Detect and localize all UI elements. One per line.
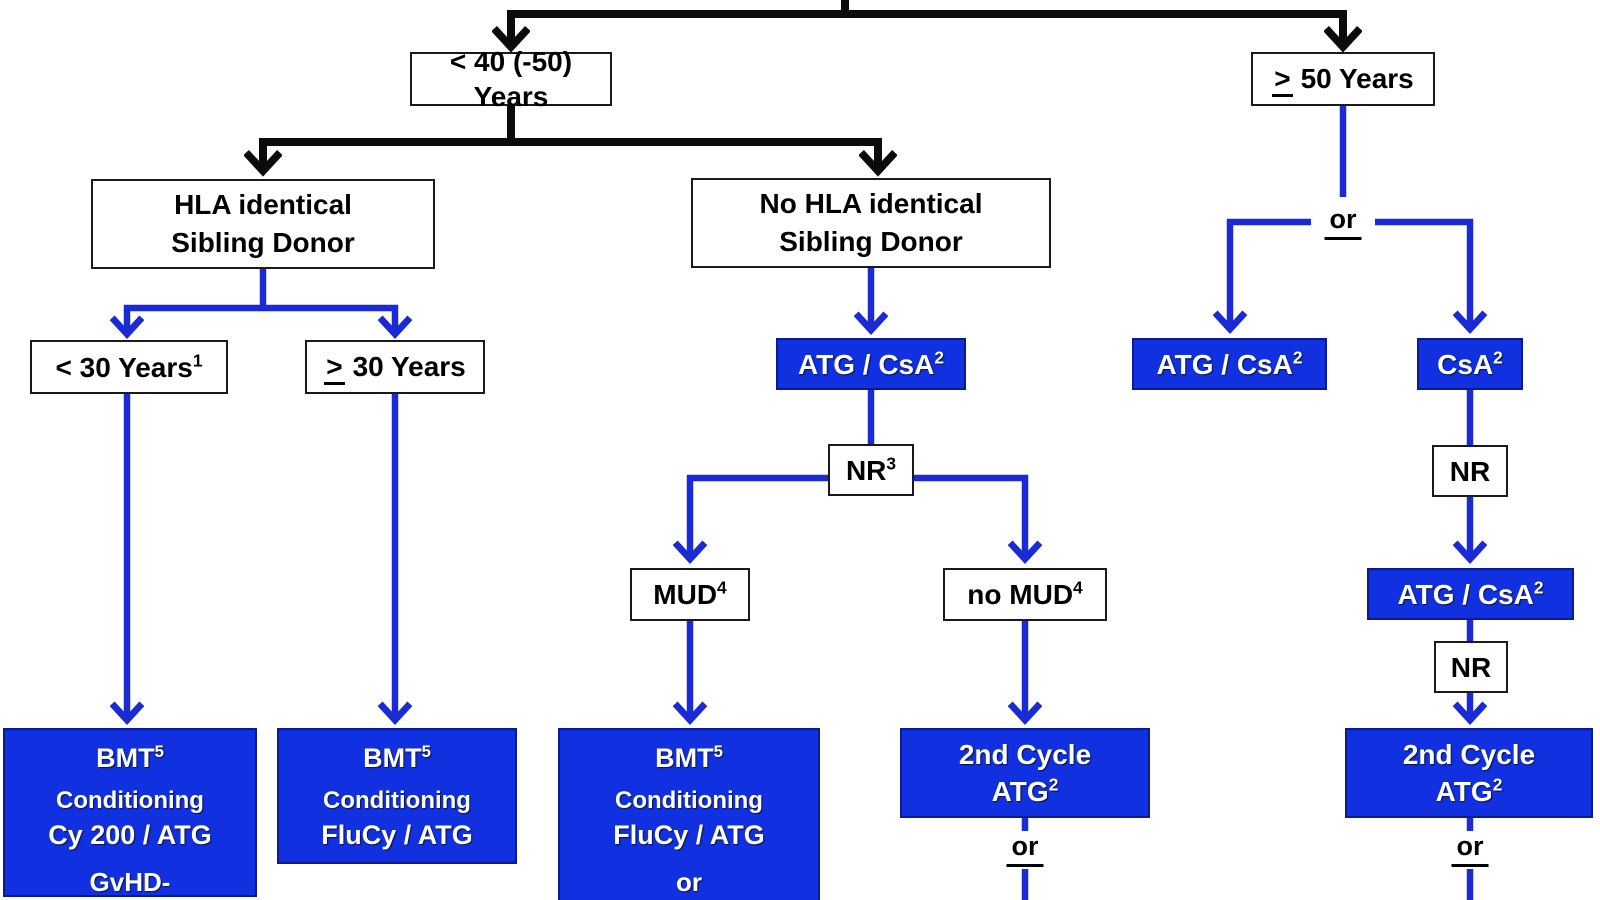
- node-label-line3: Cy 200 / ATG: [48, 819, 212, 850]
- footnote-sup: 2: [934, 347, 945, 368]
- node-matched-unrelated-donor: MUD4: [630, 568, 750, 621]
- footnote-sup: 2: [1492, 774, 1503, 795]
- node-label-line1: 2nd Cycle: [1402, 739, 1536, 770]
- node-label-line3: FluCy / ATG: [613, 819, 765, 850]
- node-label: ATG / CsA: [1156, 348, 1293, 380]
- node-no-matched-unrelated-donor: no MUD4: [943, 568, 1107, 621]
- node-label: NR: [1450, 651, 1492, 683]
- edge-age-split: [511, 10, 1343, 47]
- footnote-sup: 2: [1048, 774, 1059, 795]
- node-bmt-conditioning-flucy-atg: BMT5 Conditioning FluCy / ATG: [277, 728, 517, 864]
- node-no-response-right1: NR: [1432, 445, 1508, 497]
- footnote-sup: 3: [886, 453, 897, 474]
- footnote-sup: 2: [1533, 577, 1544, 598]
- node-label-line1: 2nd Cycle: [958, 739, 1092, 770]
- edge-age30-split: [127, 304, 395, 334]
- footnote-sup: 1: [192, 350, 203, 371]
- node-age-50-and-over: >50 Years: [1251, 52, 1435, 106]
- edge-nr-to-nomud: [914, 474, 1025, 559]
- node-bmt-conditioning-flucy-atg-or: BMT5 Conditioning FluCy / ATG or: [558, 728, 820, 900]
- node-label: BMT: [655, 743, 714, 773]
- node-label-line4: or: [676, 866, 702, 897]
- gte-symbol: >: [324, 353, 345, 385]
- node-label: 30 Years: [352, 351, 466, 382]
- node-label: < 30 Years: [55, 351, 193, 383]
- node-label-line2: Conditioning: [323, 786, 471, 814]
- node-label: ATG / CsA: [797, 348, 935, 380]
- node-label-line2: ATG: [991, 776, 1049, 807]
- node-label: ATG / CsA: [1397, 578, 1534, 610]
- edge-sibling-split: [263, 138, 878, 171]
- node-no-response: NR3: [828, 444, 914, 496]
- node-label-line2: Sibling Donor: [779, 226, 963, 257]
- node-label: BMT: [363, 743, 422, 773]
- footnote-sup: 5: [154, 742, 164, 761]
- black-connectors: [263, 0, 1343, 171]
- or-label-right: or: [1451, 831, 1489, 867]
- node-hla-identical-sibling-donor: HLA identical Sibling Donor: [91, 179, 435, 269]
- footnote-sup: 2: [1292, 347, 1303, 368]
- node-label-line2: Conditioning: [56, 786, 204, 814]
- node-label-line3: FluCy / ATG: [321, 819, 473, 850]
- or-label-mid: or: [1006, 831, 1044, 867]
- node-age-30-and-over: >30 Years: [305, 340, 485, 394]
- node-second-cycle-atg-mid: 2nd Cycle ATG2: [900, 728, 1150, 818]
- node-label-line2: Sibling Donor: [171, 227, 355, 258]
- node-label: no MUD: [967, 579, 1074, 610]
- node-label: 50 Years: [1300, 63, 1414, 94]
- blue-connectors: [127, 106, 1470, 900]
- node-atg-csa-over50: ATG / CsA2: [1132, 338, 1327, 390]
- footnote-sup: 5: [713, 742, 723, 761]
- footnote-sup: 4: [1073, 577, 1083, 598]
- node-second-cycle-atg-right: 2nd Cycle ATG2: [1345, 728, 1593, 818]
- node-label-line1: HLA identical: [174, 189, 352, 221]
- footnote-sup: 5: [421, 742, 431, 761]
- edge-nr-to-mud: [690, 474, 828, 559]
- footnote-sup: 2: [1493, 347, 1503, 368]
- edge-or-to-csa: [1375, 218, 1470, 329]
- node-label: NR: [845, 454, 887, 486]
- node-csa-over50: CsA2: [1417, 338, 1523, 390]
- node-no-hla-identical-sibling-donor: No HLA identical Sibling Donor: [691, 178, 1051, 268]
- node-atg-csa-second-line: ATG / CsA2: [1367, 568, 1574, 620]
- node-label-line2: Conditioning: [615, 786, 763, 814]
- node-label: MUD: [653, 579, 718, 610]
- node-no-response-right2: NR: [1434, 641, 1508, 693]
- footnote-sup: 4: [717, 577, 727, 598]
- node-label-line1: No HLA identical: [759, 188, 983, 220]
- node-label: < 40 (-50) Years: [449, 46, 573, 112]
- edge-or-to-atgcsa: [1230, 218, 1311, 329]
- node-atg-csa-first-line: ATG / CsA2: [776, 338, 966, 390]
- gte-symbol: >: [1272, 65, 1293, 97]
- node-age-under-30: < 30 Years1: [30, 340, 228, 394]
- node-age-under-40-50: < 40 (-50) Years: [410, 46, 612, 112]
- node-label-line4: GvHD-: [89, 866, 171, 897]
- node-label: BMT: [96, 743, 155, 773]
- node-label: CsA: [1437, 348, 1494, 380]
- node-label-line2: ATG: [1435, 776, 1493, 807]
- node-label: NR: [1449, 455, 1491, 487]
- node-bmt-conditioning-cy200-atg: BMT5 Conditioning Cy 200 / ATG GvHD-: [3, 728, 257, 897]
- or-label-junction: or: [1324, 204, 1362, 240]
